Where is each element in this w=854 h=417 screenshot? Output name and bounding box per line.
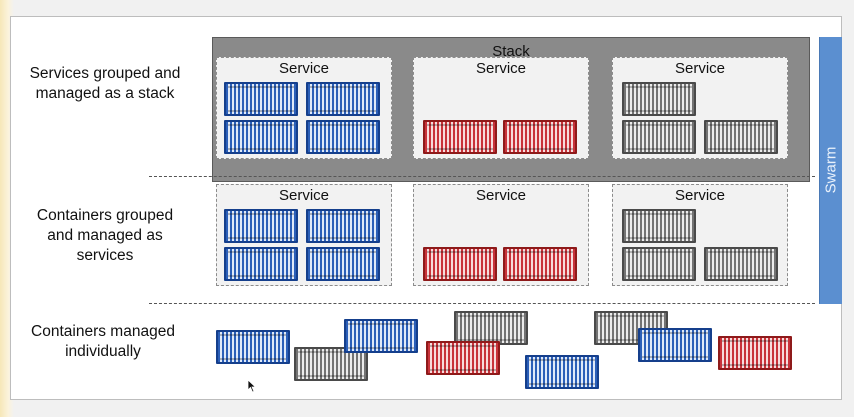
- diagram-slide: Services grouped and managed as a stack …: [10, 16, 842, 400]
- container-blue: [224, 247, 298, 281]
- container-blue: [224, 209, 298, 243]
- container-red: [503, 247, 577, 281]
- service-title: Service: [278, 187, 330, 204]
- service-1: Service: [216, 184, 392, 286]
- service-title: Service: [278, 60, 330, 77]
- stack-service-3: Service: [612, 57, 788, 159]
- row-divider-1: [149, 176, 815, 177]
- service-title: Service: [674, 187, 726, 204]
- stack-service-1: Service: [216, 57, 392, 159]
- container-blue: [344, 319, 418, 353]
- container-red: [423, 120, 497, 154]
- service-2: Service: [413, 184, 589, 286]
- container-red: [503, 120, 577, 154]
- swarm-label: Swarm: [822, 146, 840, 194]
- service-title: Service: [674, 60, 726, 77]
- container-gray: [622, 247, 696, 281]
- service-title: Service: [475, 60, 527, 77]
- row-label-stack: Services grouped and managed as a stack: [29, 65, 181, 102]
- row-label-services: Containers grouped and managed as servic…: [36, 207, 174, 264]
- mouse-pointer-icon: [247, 379, 257, 393]
- container-blue: [306, 247, 380, 281]
- container-red: [718, 336, 792, 370]
- container-blue: [216, 330, 290, 364]
- container-gray: [454, 311, 528, 345]
- container-gray: [704, 247, 778, 281]
- container-blue: [638, 328, 712, 362]
- swarm-bar: [819, 37, 842, 304]
- container-red: [426, 341, 500, 375]
- container-blue: [525, 355, 599, 389]
- container-blue: [224, 82, 298, 116]
- container-blue: [306, 209, 380, 243]
- row-divider-2: [149, 303, 815, 304]
- container-gray: [622, 82, 696, 116]
- stack-title: Stack: [492, 43, 530, 60]
- container-gray: [704, 120, 778, 154]
- stack-service-2: Service: [413, 57, 589, 159]
- container-blue: [306, 82, 380, 116]
- container-red: [423, 247, 497, 281]
- service-3: Service: [612, 184, 788, 286]
- container-blue: [306, 120, 380, 154]
- container-blue: [224, 120, 298, 154]
- row-label-individual: Containers managed individually: [31, 323, 175, 360]
- container-gray: [622, 209, 696, 243]
- container-gray: [622, 120, 696, 154]
- service-title: Service: [475, 187, 527, 204]
